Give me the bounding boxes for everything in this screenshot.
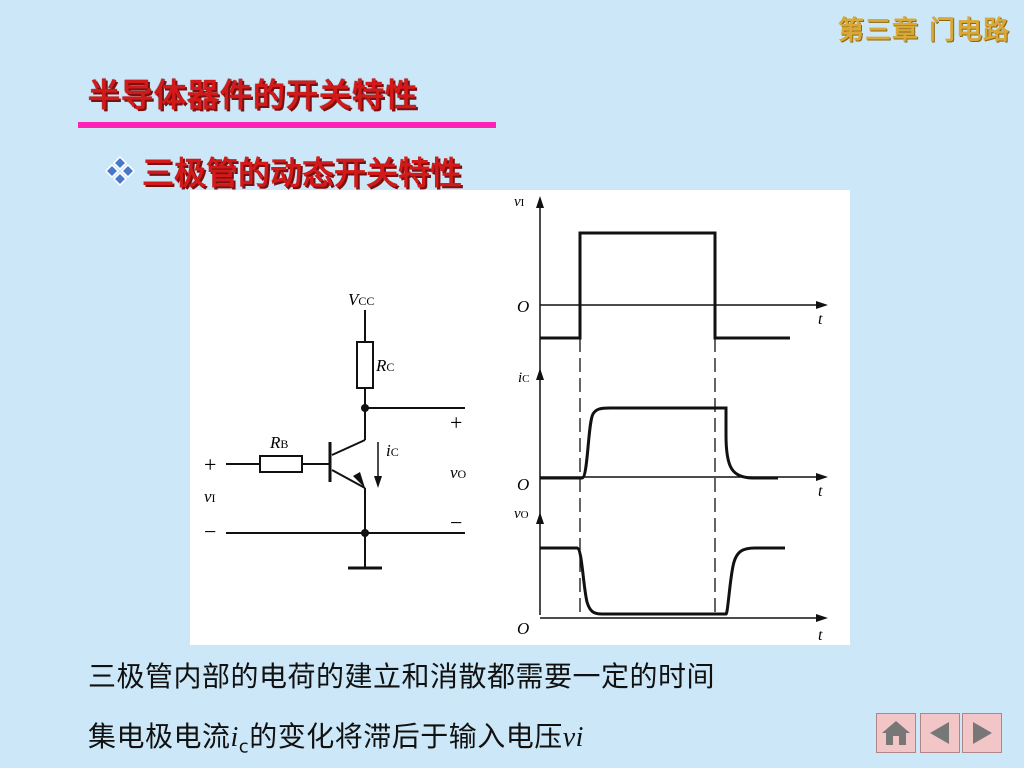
figure-panel: VCC RC RB iC + vI − + vO − — [190, 190, 850, 645]
collector-node — [361, 404, 369, 412]
vcc-label: VCC — [348, 290, 374, 309]
vi-waveform — [540, 231, 790, 340]
ic-circuit-label: iC — [386, 441, 399, 460]
vi-circuit-label: vI — [204, 487, 216, 506]
caption-line-1: 三极管内部的电荷的建立和消散都需要一定的时间 — [88, 660, 716, 693]
input-minus: − — [204, 519, 216, 544]
ground-node — [361, 529, 369, 537]
output-plus: + — [450, 410, 462, 435]
emitter-arrow — [353, 472, 365, 488]
vi-axis-label: vI — [514, 194, 525, 210]
transistor-switching-diagram: VCC RC RB iC + vI − + vO − — [204, 194, 828, 644]
origin-3: O — [517, 619, 529, 638]
time-label-2: t — [818, 483, 823, 500]
ic-arrow — [374, 476, 382, 488]
vo-axis-label: vO — [514, 506, 529, 522]
rb-label: RB — [269, 433, 288, 452]
output-minus: − — [450, 510, 462, 535]
rc-resistor — [356, 341, 374, 389]
time-label-1: t — [818, 311, 823, 328]
diamond-bullet-icon — [104, 155, 136, 187]
ic-waveform — [540, 406, 778, 480]
time-label-3: t — [818, 627, 823, 644]
next-button[interactable] — [962, 713, 1002, 753]
home-button[interactable] — [876, 713, 916, 753]
title-underline — [78, 122, 496, 128]
origin-1: O — [517, 297, 529, 316]
chapter-label: 第三章 门电路 — [837, 16, 1010, 46]
slide-subtitle: 三极管的动态开关特性 — [104, 148, 462, 194]
ic-axis-label: iC — [518, 370, 530, 386]
previous-button[interactable] — [920, 713, 960, 753]
input-plus: + — [204, 452, 216, 477]
rb-resistor — [259, 455, 303, 473]
origin-2: O — [517, 475, 529, 494]
home-icon — [882, 721, 910, 745]
vo-waveform — [540, 546, 785, 616]
arrow-right-icon — [973, 722, 992, 744]
vo-circuit-label: vO — [450, 463, 467, 482]
subtitle-text: 三极管的动态开关特性 — [142, 154, 463, 192]
caption-line-2: 集电极电流ic的变化将滞后于输入电压vi — [88, 720, 584, 758]
slide-title: 半导体器件的开关特性 — [88, 76, 419, 114]
rc-label: RC — [375, 356, 394, 375]
arrow-left-icon — [930, 722, 949, 744]
